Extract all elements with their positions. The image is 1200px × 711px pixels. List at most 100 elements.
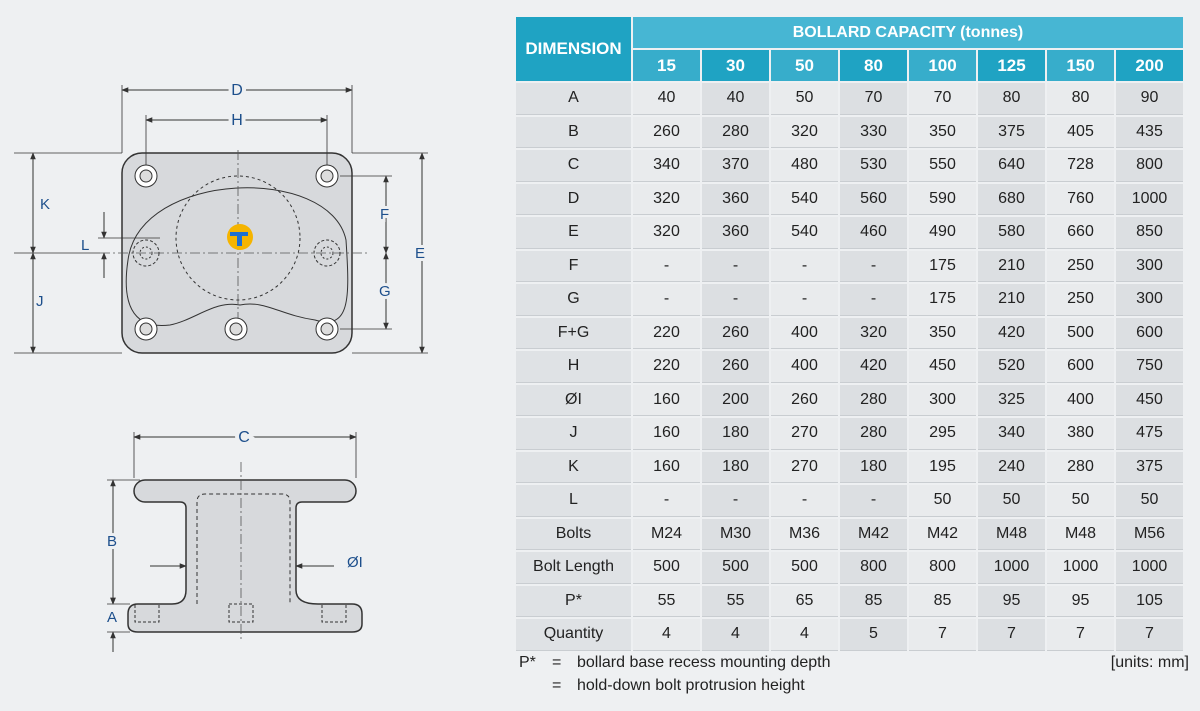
table-cell: M30 xyxy=(702,518,769,550)
table-cell: - xyxy=(840,250,907,282)
bollard-drawing: D H K J L F G E xyxy=(14,78,428,652)
table-cell: 580 xyxy=(978,217,1045,249)
bolt-hole-tl xyxy=(134,164,158,188)
table-cell: 405 xyxy=(1047,116,1114,148)
table-cell: M36 xyxy=(771,518,838,550)
table-cell: 180 xyxy=(840,451,907,483)
table-cell: 65 xyxy=(771,585,838,617)
table-cell: 4 xyxy=(771,619,838,651)
row-label: C xyxy=(516,150,631,182)
table-cell: 175 xyxy=(909,250,976,282)
table-cell: 750 xyxy=(1116,351,1183,383)
capacity-column-header: 125 xyxy=(978,50,1045,81)
table-cell: 420 xyxy=(978,317,1045,349)
table-cell: - xyxy=(633,284,700,316)
row-label: P* xyxy=(516,585,631,617)
table-cell: 320 xyxy=(633,183,700,215)
table-cell: 280 xyxy=(702,116,769,148)
table-cell: 660 xyxy=(1047,217,1114,249)
table-cell: 340 xyxy=(633,150,700,182)
bolt-hole-bm xyxy=(224,317,248,341)
capacity-column-header: 100 xyxy=(909,50,976,81)
table-cell: 500 xyxy=(771,552,838,584)
table-cell: 90 xyxy=(1116,83,1183,115)
table-cell: 360 xyxy=(702,183,769,215)
table-cell: 70 xyxy=(840,83,907,115)
table-cell: 105 xyxy=(1116,585,1183,617)
table-cell: 330 xyxy=(840,116,907,148)
table-cell: 250 xyxy=(1047,284,1114,316)
table-cell: 50 xyxy=(1116,485,1183,517)
table-cell: M48 xyxy=(1047,518,1114,550)
plan-view: D H K J L F G E xyxy=(14,78,428,354)
table-cell: 600 xyxy=(1116,317,1183,349)
table-cell: 85 xyxy=(840,585,907,617)
table-cell: 210 xyxy=(978,284,1045,316)
table-cell: 80 xyxy=(978,83,1045,115)
table-cell: 600 xyxy=(1047,351,1114,383)
table-cell: M24 xyxy=(633,518,700,550)
bolt-hole-br xyxy=(315,317,339,341)
note-p-label: P* xyxy=(519,654,536,671)
label-F: F xyxy=(380,206,389,223)
table-cell: 160 xyxy=(633,418,700,450)
table-cell: 295 xyxy=(909,418,976,450)
table-cell: 500 xyxy=(1047,317,1114,349)
table-cell: 540 xyxy=(771,217,838,249)
table-cell: - xyxy=(633,485,700,517)
row-label: H xyxy=(516,351,631,383)
table-cell: 728 xyxy=(1047,150,1114,182)
table-cell: M42 xyxy=(840,518,907,550)
table-cell: 260 xyxy=(771,384,838,416)
dimension-header: DIMENSION xyxy=(516,17,631,81)
table-cell: 460 xyxy=(840,217,907,249)
table-cell: 375 xyxy=(1116,451,1183,483)
table-cell: 7 xyxy=(1047,619,1114,651)
table-cell: M48 xyxy=(978,518,1045,550)
table-cell: 280 xyxy=(840,418,907,450)
table-cell: 850 xyxy=(1116,217,1183,249)
table-cell: 800 xyxy=(1116,150,1183,182)
table-cell: 1000 xyxy=(1047,552,1114,584)
table-cell: 85 xyxy=(909,585,976,617)
table-cell: 300 xyxy=(1116,284,1183,316)
row-label: E xyxy=(516,217,631,249)
table-cell: 260 xyxy=(633,116,700,148)
capacity-header: BOLLARD CAPACITY (tonnes) xyxy=(633,17,1183,48)
label-H: H xyxy=(231,112,243,129)
table-cell: 50 xyxy=(771,83,838,115)
table-cell: 160 xyxy=(633,451,700,483)
table-cell: 350 xyxy=(909,317,976,349)
table-cell: 50 xyxy=(909,485,976,517)
table-cell: 400 xyxy=(771,351,838,383)
table-cell: - xyxy=(702,250,769,282)
capacity-column-header: 30 xyxy=(702,50,769,81)
row-label: D xyxy=(516,183,631,215)
table-cell: - xyxy=(771,284,838,316)
capacity-column-header: 80 xyxy=(840,50,907,81)
table-cell: 260 xyxy=(702,351,769,383)
table-cell: - xyxy=(702,284,769,316)
table-cell: 530 xyxy=(840,150,907,182)
table-cell: 480 xyxy=(771,150,838,182)
table-cell: 280 xyxy=(840,384,907,416)
label-I: ØI xyxy=(347,554,363,571)
note-line-2: hold-down bolt protrusion height xyxy=(577,677,805,694)
table-cell: 640 xyxy=(978,150,1045,182)
table-cell: 50 xyxy=(1047,485,1114,517)
table-cell: 400 xyxy=(771,317,838,349)
table-cell: 220 xyxy=(633,351,700,383)
row-label: ØI xyxy=(516,384,631,416)
